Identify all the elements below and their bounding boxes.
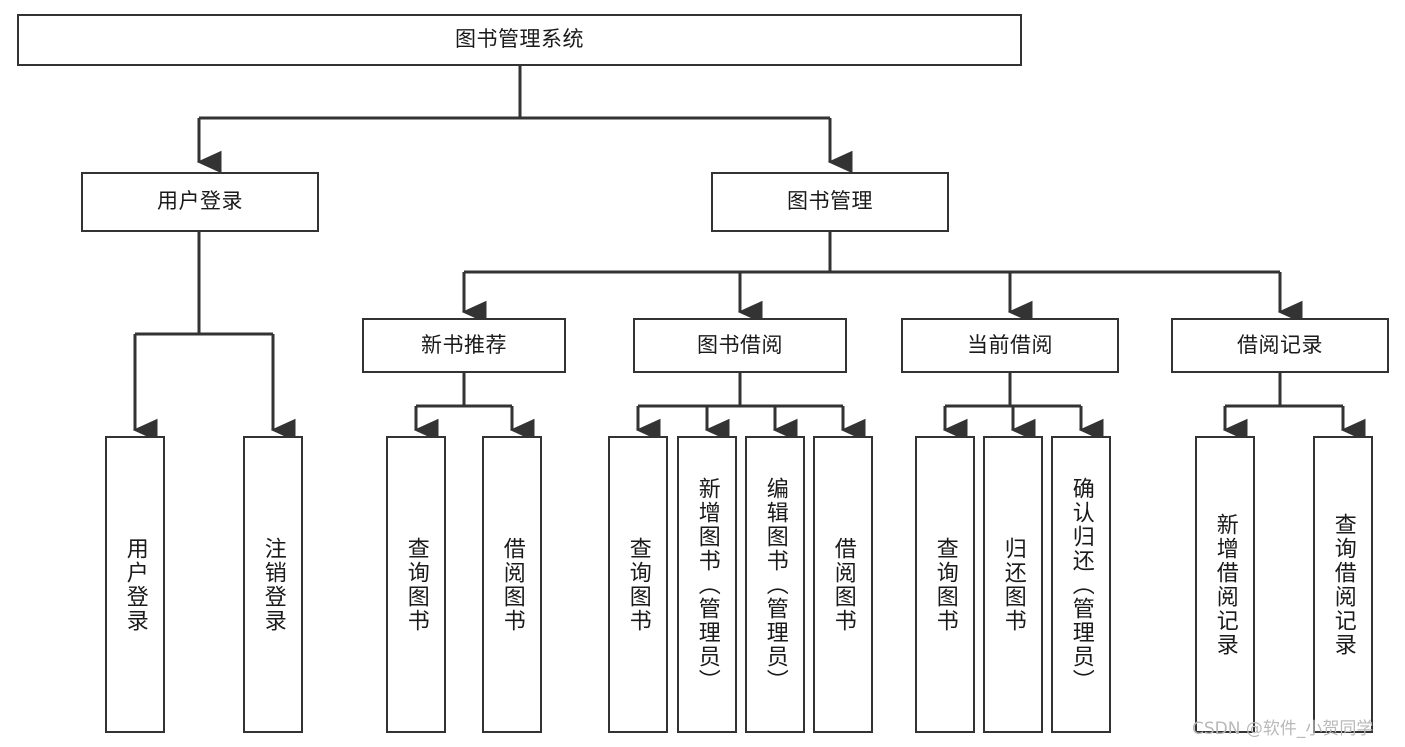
leaf-query-book-2[interactable]: 查询图书 (608, 436, 668, 733)
node-book-manage[interactable]: 图书管理 (711, 172, 949, 232)
node-label: 查询图书 (403, 536, 429, 633)
node-label: 新增图书（管理员） (694, 476, 720, 693)
node-root-system[interactable]: 图书管理系统 (17, 14, 1022, 66)
leaf-user-login[interactable]: 用户登录 (105, 436, 165, 733)
node-borrow-record[interactable]: 借阅记录 (1171, 318, 1389, 373)
leaf-return-book[interactable]: 归还图书 (983, 436, 1043, 733)
leaf-edit-book[interactable]: 编辑图书（管理员） (745, 436, 805, 733)
leaf-logout[interactable]: 注销登录 (243, 436, 303, 733)
node-label: 新增借阅记录 (1212, 512, 1238, 657)
node-label: 当前借阅 (967, 332, 1053, 357)
node-current-borrow[interactable]: 当前借阅 (901, 318, 1119, 373)
node-label: 归还图书 (1000, 536, 1026, 633)
node-new-book-recommend[interactable]: 新书推荐 (362, 318, 566, 373)
leaf-borrow-book-2[interactable]: 借阅图书 (813, 436, 873, 733)
node-label: 确认归还（管理员） (1068, 476, 1094, 693)
leaf-add-record[interactable]: 新增借阅记录 (1195, 436, 1255, 733)
leaf-query-book-1[interactable]: 查询图书 (386, 436, 446, 733)
node-label: 图书管理系统 (455, 27, 584, 52)
node-book-borrow[interactable]: 图书借阅 (633, 318, 847, 373)
leaf-borrow-book-1[interactable]: 借阅图书 (482, 436, 542, 733)
node-label: 查询图书 (932, 536, 958, 633)
node-label: 用户登录 (157, 189, 243, 214)
watermark-text: CSDN @软件_小贺同学 (1192, 719, 1374, 739)
node-label: 借阅图书 (499, 536, 525, 633)
node-label: 注销登录 (260, 536, 286, 633)
node-label: 图书借阅 (697, 332, 783, 357)
node-label: 借阅图书 (830, 536, 856, 633)
leaf-add-book[interactable]: 新增图书（管理员） (677, 436, 737, 733)
leaf-query-book-3[interactable]: 查询图书 (915, 436, 975, 733)
node-label: 用户登录 (122, 536, 148, 633)
leaf-query-record[interactable]: 查询借阅记录 (1313, 436, 1373, 733)
node-label: 查询借阅记录 (1330, 512, 1356, 657)
node-label: 图书管理 (787, 189, 873, 214)
node-label: 查询图书 (625, 536, 651, 633)
node-label: 新书推荐 (421, 332, 507, 357)
node-label: 编辑图书（管理员） (762, 476, 788, 693)
leaf-confirm-return[interactable]: 确认归还（管理员） (1051, 436, 1111, 733)
node-label: 借阅记录 (1237, 332, 1323, 357)
node-user-login[interactable]: 用户登录 (81, 172, 319, 232)
